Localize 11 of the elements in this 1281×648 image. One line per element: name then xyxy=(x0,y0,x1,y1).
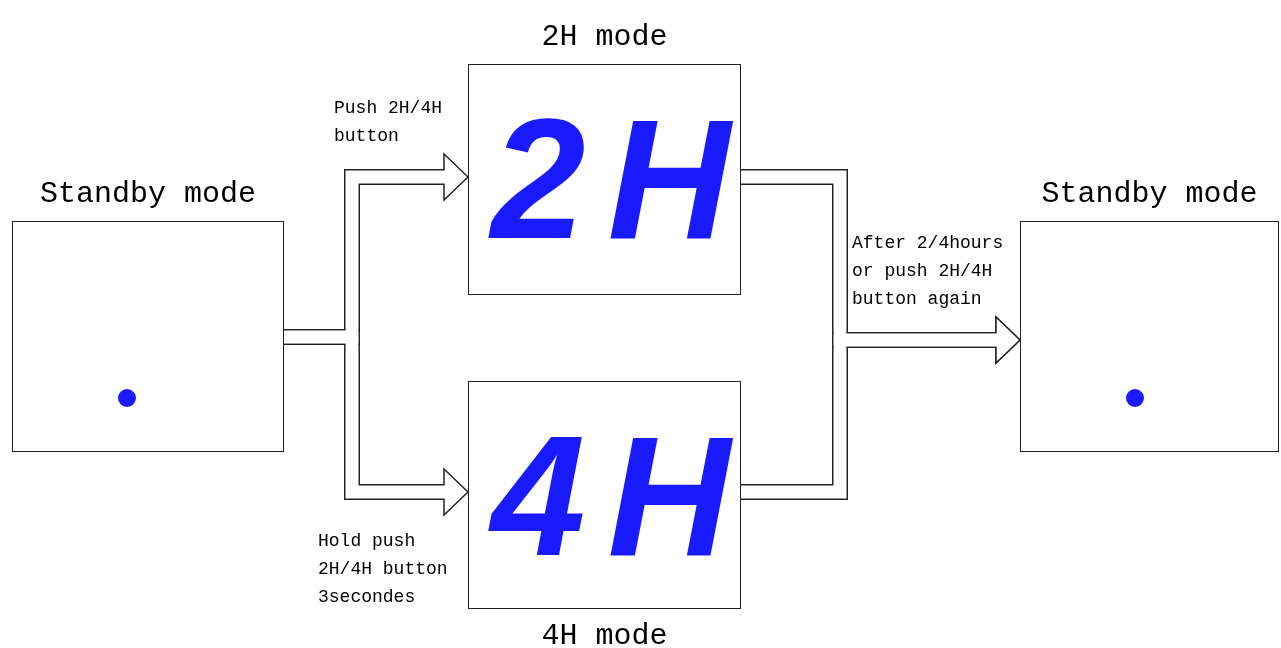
mode-heading: Standby mode xyxy=(39,176,256,212)
edge-label: Push 2H/4H button xyxy=(334,97,444,148)
segment-display-text: 4H xyxy=(469,406,753,586)
mode-heading: Standby mode xyxy=(1041,176,1258,212)
mode-heading: 4H mode xyxy=(541,618,668,648)
block-arrow xyxy=(284,329,469,516)
edge-label: After 2/4hours or push 2H/4H button again xyxy=(852,232,1005,311)
edge-label: Hold push 2H/4H button 3secondes xyxy=(318,530,449,609)
block-arrow xyxy=(741,316,1021,500)
mode-heading: 2H mode xyxy=(541,19,668,55)
segment-display-text: 2H xyxy=(469,89,753,269)
